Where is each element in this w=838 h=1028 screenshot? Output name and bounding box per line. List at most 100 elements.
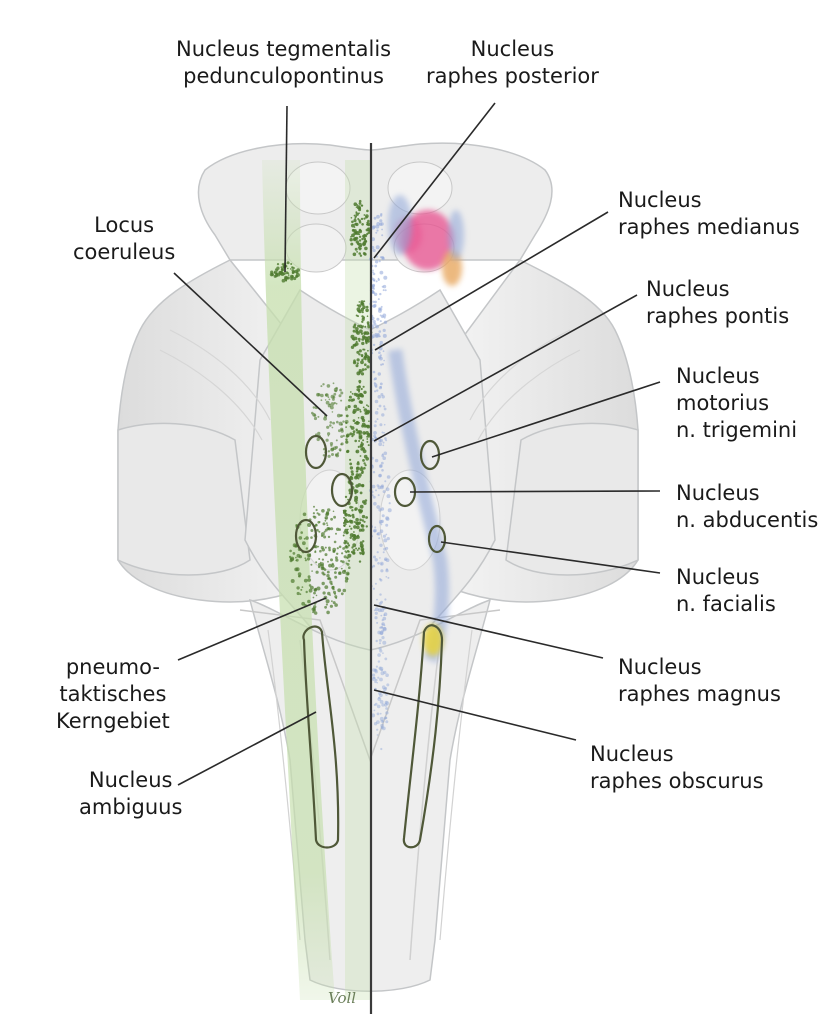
label-line: coeruleus [73, 240, 176, 264]
stipple-dot [334, 568, 337, 571]
stipple-dot [360, 300, 364, 304]
stipple-dot [326, 570, 330, 574]
label-motorius-trigemini: Nucleus motorius n. trigemini [676, 363, 797, 444]
stipple-dot [362, 305, 366, 310]
stipple-dot [374, 458, 379, 463]
stipple-dot [373, 424, 377, 428]
leader-ambiguus [177, 711, 317, 786]
stipple-dot [379, 700, 384, 704]
stipple-dot [320, 399, 323, 402]
stipple-dot [313, 591, 316, 595]
stipple-dot [359, 504, 364, 509]
stipple-dot [340, 399, 343, 402]
label-line: Nucleus [470, 37, 555, 61]
stipple-dot [292, 266, 295, 270]
stipple-dot [358, 221, 362, 224]
stipple-dot [385, 546, 389, 550]
stipple-dot [375, 639, 378, 643]
stipple-dot [316, 392, 320, 397]
stipple-dot [327, 450, 331, 453]
stipple-dot [373, 501, 377, 506]
stipple-dot [382, 441, 385, 444]
stipple-dot [334, 453, 338, 457]
stipple-dot [358, 560, 362, 563]
stipple-dot [355, 517, 359, 522]
stipple-dot [331, 453, 334, 456]
stipple-dot [317, 415, 320, 418]
stipple-dot [358, 440, 361, 442]
stipple-dot [313, 515, 317, 519]
stipple-dot [374, 411, 379, 415]
stipple-dot [382, 534, 386, 538]
stipple-dot [341, 560, 345, 564]
stipple-dot [353, 336, 358, 341]
stipple-dot [360, 524, 364, 527]
stipple-dot [349, 458, 352, 461]
stipple-dot [337, 588, 342, 593]
stipple-dot [342, 509, 345, 512]
stipple-dot [373, 722, 378, 726]
stipple-dot [324, 605, 327, 609]
stipple-dot [358, 235, 362, 238]
stipple-dot [371, 237, 375, 242]
stipple-dot [355, 327, 359, 331]
label-ambiguus: Nucleus ambiguus [79, 767, 182, 821]
stipple-dot [356, 407, 360, 411]
stipple-dot [354, 491, 357, 495]
stipple-dot [378, 537, 381, 540]
stipple-dot [313, 416, 318, 421]
stipple-dot [362, 242, 366, 247]
stipple-dot [365, 516, 368, 519]
leader-raphes-medianus [374, 211, 609, 351]
stipple-dot [336, 547, 339, 550]
stipple-dot [373, 709, 376, 712]
stipple-dot [349, 520, 354, 524]
stipple-dot [361, 311, 364, 314]
stipple-dot [358, 199, 362, 203]
stipple-dot [352, 515, 355, 519]
stipple-dot [378, 474, 382, 478]
stipple-dot [340, 423, 343, 426]
label-line: motorius [676, 391, 770, 415]
stipple-dot [376, 712, 380, 716]
stipple-dot [362, 406, 365, 409]
stipple-dot [355, 420, 359, 424]
stipple-dot [349, 514, 352, 518]
stipple-dot [340, 592, 344, 596]
stipple-dot [380, 600, 383, 604]
stipple-dot [310, 585, 314, 590]
stipple-dot [353, 392, 357, 396]
stipple-dot [340, 443, 343, 446]
stipple-dot [355, 206, 358, 208]
label-line: ambiguus [79, 795, 183, 819]
stipple-dot [344, 579, 348, 583]
stipple-dot [380, 363, 383, 366]
stipple-dot [384, 598, 387, 601]
stipple-dot [375, 678, 378, 682]
stipple-dot [381, 726, 386, 731]
stipple-dot [381, 636, 385, 640]
stipple-dot [356, 385, 359, 389]
stipple-dot [315, 508, 318, 512]
stipple-dot [385, 711, 389, 715]
stipple-dot [296, 586, 300, 590]
leader-facialis [440, 541, 661, 574]
stipple-dot [374, 390, 377, 393]
stipple-dot [290, 277, 294, 281]
stipple-dot [361, 368, 365, 372]
stipple-dot [328, 563, 332, 568]
stipple-dot [379, 438, 383, 443]
stipple-dot [361, 528, 365, 532]
stipple-dot [382, 551, 385, 554]
stipple-dot [361, 519, 364, 522]
stipple-dot [377, 653, 381, 657]
stipple-dot [327, 454, 331, 458]
stipple-dot [381, 431, 384, 434]
stipple-dot [386, 475, 391, 479]
stipple-dot [318, 521, 321, 523]
stipple-dot [343, 516, 346, 519]
stipple-dot [374, 680, 377, 684]
stipple-dot [381, 619, 384, 622]
stipple-dot [335, 597, 338, 599]
stipple-dot [359, 329, 363, 334]
